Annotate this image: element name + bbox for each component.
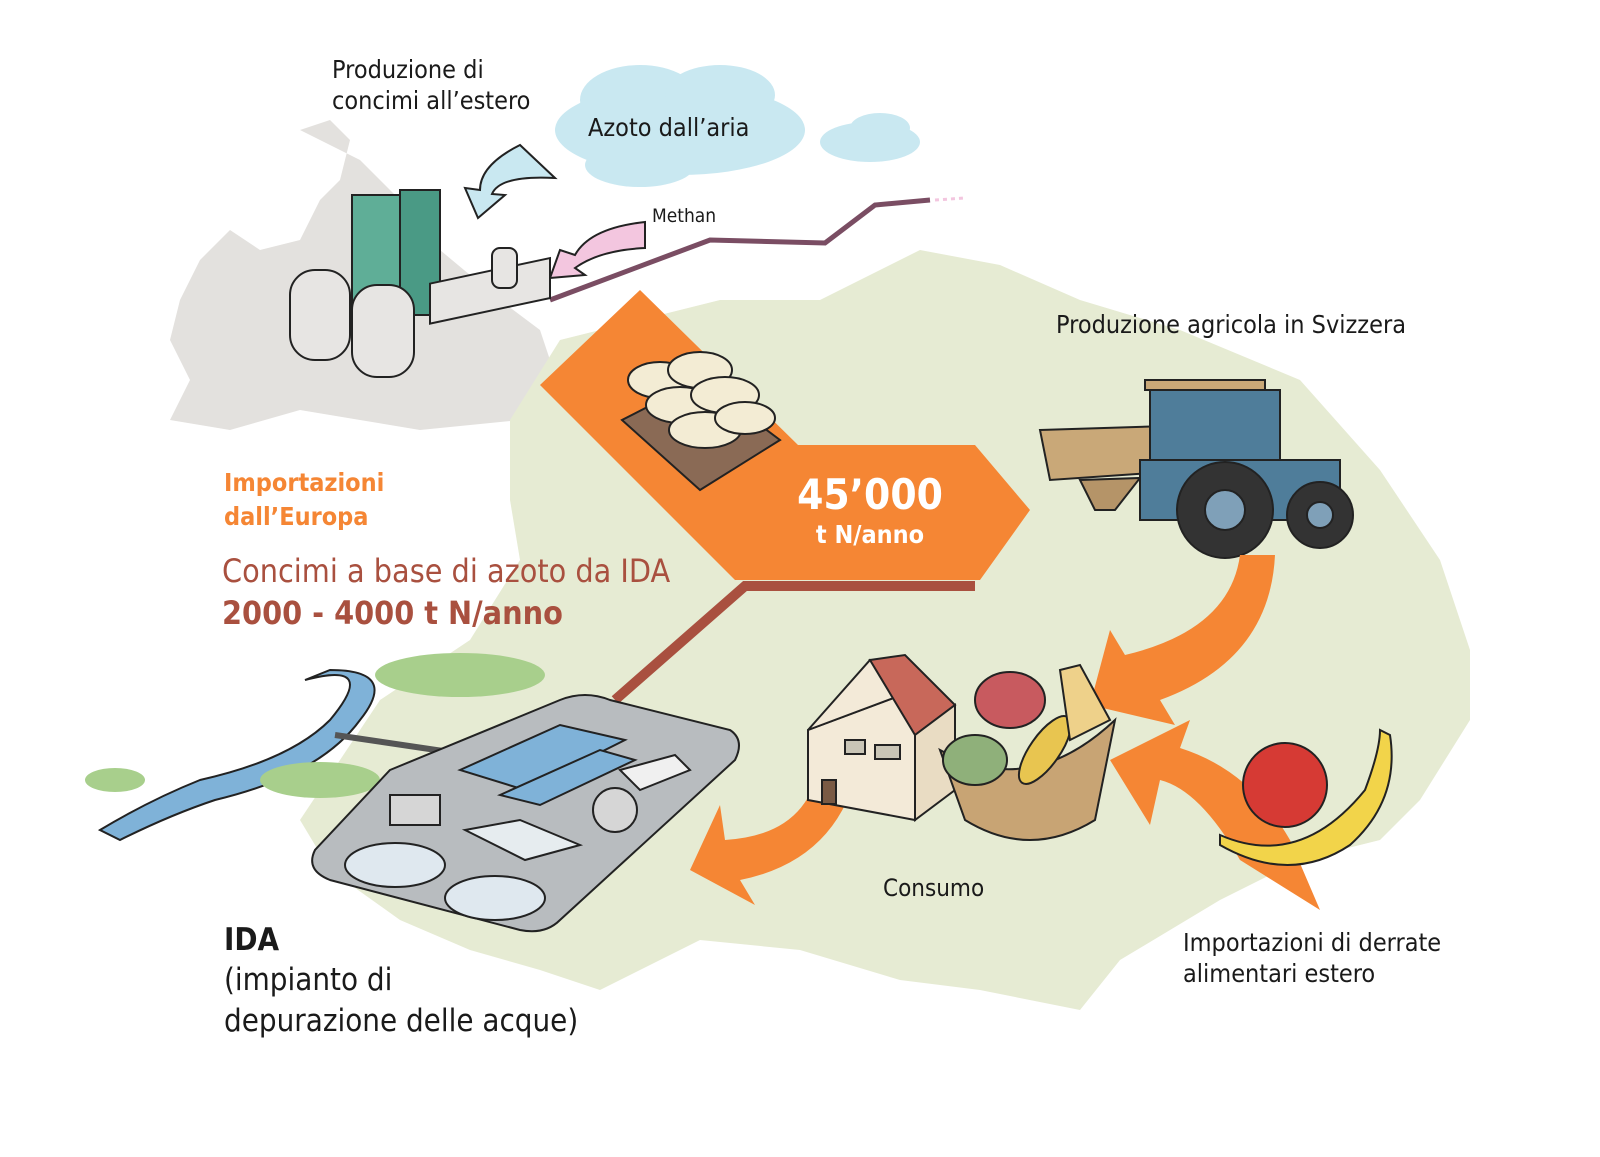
- label-line: alimentari estero: [1183, 959, 1376, 989]
- tractor-icon: [1038, 379, 1354, 559]
- wastewater-plant-icon: [311, 694, 740, 933]
- label-line: Produzione di: [332, 55, 484, 84]
- house-icon: [807, 653, 957, 822]
- label-ida-fertilizer: Concimi a base di azoto da IDA 2000 - 40…: [222, 551, 670, 634]
- import-amount: 45’000: [797, 470, 943, 519]
- river: [97, 668, 376, 842]
- label-line: dall’Europa: [224, 501, 369, 531]
- label-line: (impianto di: [224, 962, 393, 999]
- label-nitrogen-air: Azoto dall’aria: [588, 113, 750, 142]
- ida-fertilizer-line: [611, 581, 975, 704]
- food-basket-icon: [938, 663, 1117, 841]
- fertilizer-sacks-icon: [620, 351, 782, 492]
- label-production-abroad: Produzione di concimi all’estero: [332, 54, 530, 117]
- import-unit: t N/anno: [815, 520, 925, 549]
- label-imports-europe: Importazioni dall’Europa: [224, 466, 384, 534]
- label-line: depurazione delle acque): [224, 1002, 579, 1039]
- label-methane: Methan: [652, 205, 717, 227]
- fertilizer-factory-icon: [289, 189, 551, 378]
- ida-fertilizer-text: Concimi a base di azoto da IDA: [222, 552, 671, 590]
- ida-fertilizer-amount: 2000 - 4000 t N/anno: [222, 593, 563, 632]
- label-ida: IDA (impianto di depurazione delle acque…: [224, 920, 578, 1041]
- label-line: Importazioni di derrate: [1183, 928, 1442, 957]
- label-line: Importazioni: [224, 468, 385, 497]
- air-arrow: [463, 143, 558, 220]
- trees: [85, 653, 545, 798]
- imported-fruit-icon: [1219, 728, 1393, 866]
- label-consumption: Consumo: [883, 874, 985, 902]
- label-agri-production: Produzione agricola in Svizzera: [1056, 310, 1406, 339]
- label-line: concimi all’estero: [332, 86, 531, 116]
- methane-pipeline: [549, 197, 931, 303]
- production-to-consumption-arrow: [1090, 555, 1275, 725]
- ida-title: IDA: [224, 922, 280, 958]
- cloud-icon: [555, 65, 920, 187]
- label-food-imports: Importazioni di derrate alimentari ester…: [1183, 927, 1441, 990]
